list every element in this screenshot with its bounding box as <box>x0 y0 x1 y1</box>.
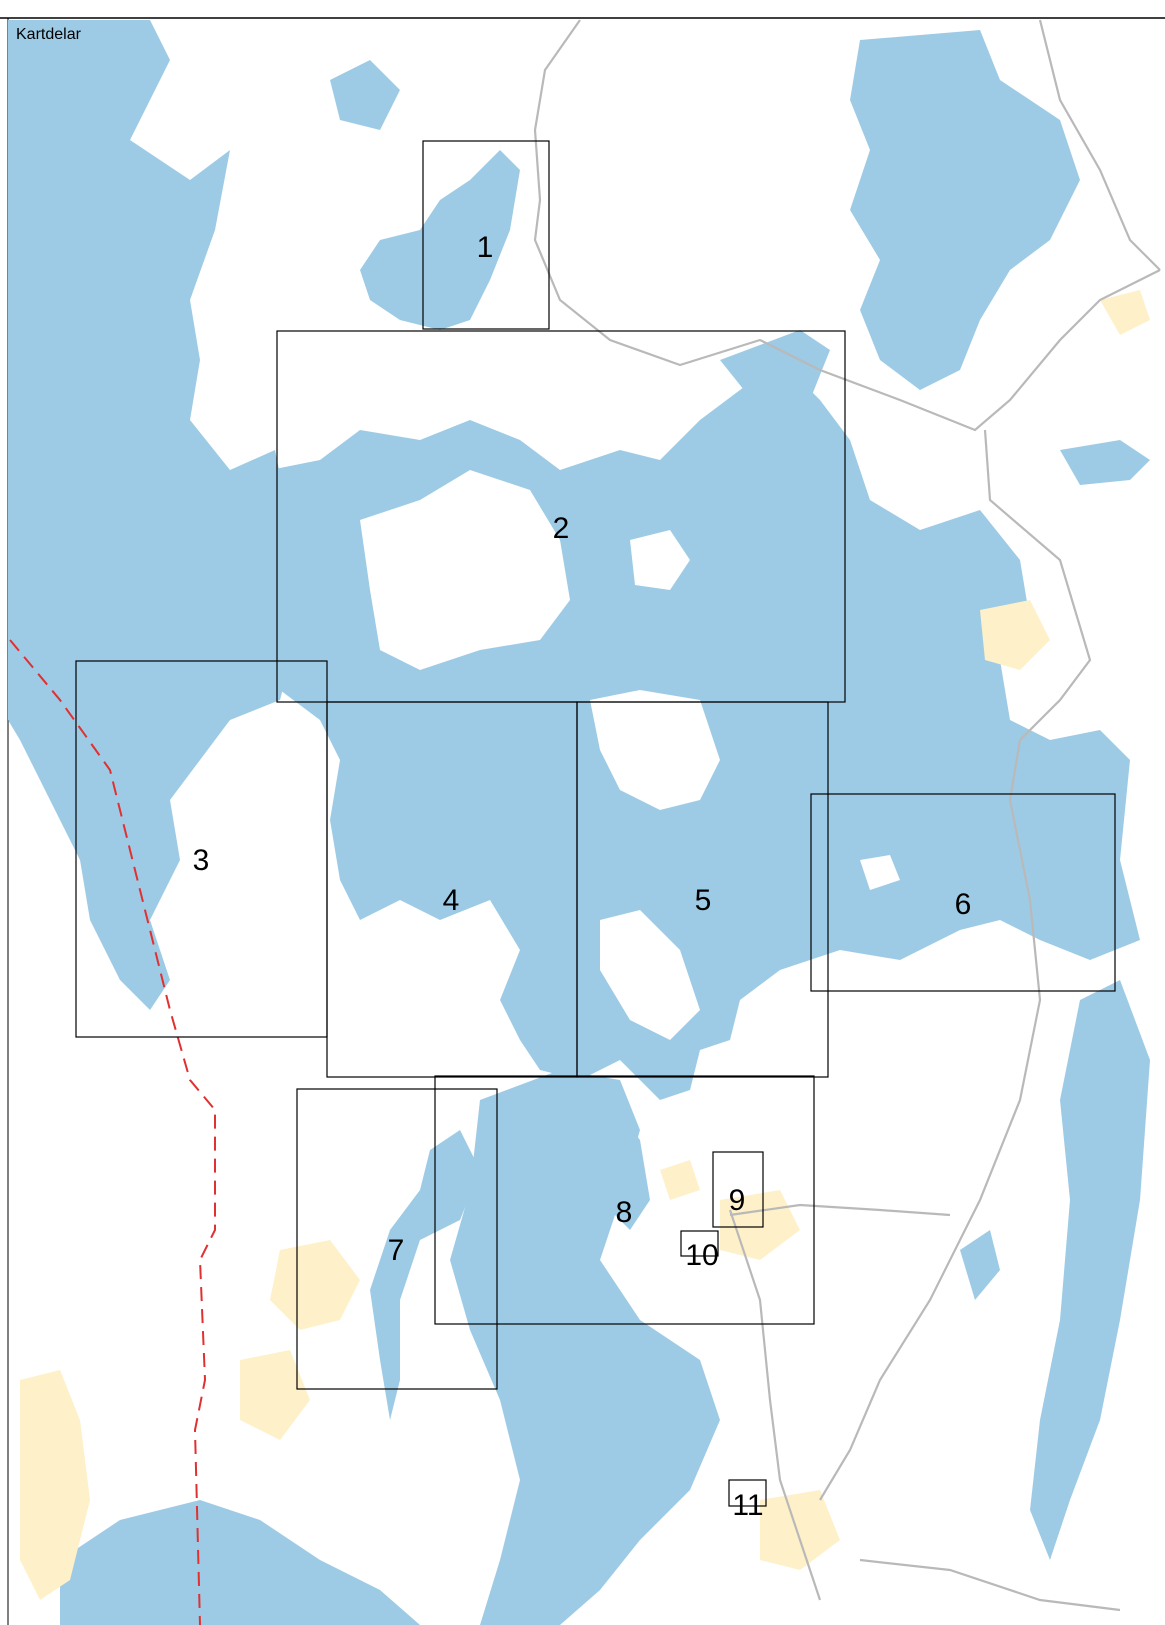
lake-east-small <box>1060 440 1150 485</box>
part-11-frame[interactable] <box>728 1479 767 1507</box>
part-11-label: 11 <box>732 1489 763 1522</box>
lake-part8 <box>580 1100 650 1230</box>
part-7-frame[interactable] <box>296 1088 498 1390</box>
lake-part2-right <box>720 330 830 410</box>
part-4-label: 4 <box>443 884 460 917</box>
part-7-label: 7 <box>388 1234 405 1267</box>
island-part2 <box>360 470 570 670</box>
urban-h <box>660 1160 700 1200</box>
islands <box>360 470 900 1040</box>
road-main-north <box>533 19 1161 432</box>
island-part6 <box>860 855 900 890</box>
lake-north-small <box>330 60 400 130</box>
part-10-frame[interactable] <box>680 1230 719 1257</box>
lake-southeast-small <box>960 1230 1000 1300</box>
urban-b <box>270 1240 360 1330</box>
map-part-frames <box>75 140 1116 1507</box>
island-part5 <box>590 690 720 810</box>
lake-south-center <box>450 1070 720 1625</box>
part-2-label: 2 <box>553 512 570 545</box>
map-title: Kartdelar <box>16 26 81 43</box>
part-3-label: 3 <box>193 844 210 877</box>
lake-northeast <box>850 30 1080 390</box>
island-part2-small <box>630 530 690 590</box>
urban-c <box>240 1350 310 1440</box>
part-5-label: 5 <box>695 884 712 917</box>
roads <box>533 19 1161 1612</box>
part-10-label: 10 <box>685 1239 718 1272</box>
part-1-frame[interactable] <box>422 140 550 330</box>
urban-a <box>20 1370 90 1600</box>
part-8-label: 8 <box>616 1196 633 1229</box>
island-part5-south <box>600 910 700 1040</box>
road-north-east <box>1038 19 1161 271</box>
part-6-frame[interactable] <box>810 793 1116 992</box>
lake-southeast <box>1030 980 1150 1560</box>
urban-e <box>760 1490 840 1570</box>
lake-southwest <box>60 1500 420 1625</box>
part-1-label: 1 <box>477 231 494 264</box>
map-part-labels: 1 2 3 4 5 6 7 8 9 10 11 <box>193 231 972 1522</box>
lake-part7 <box>370 1130 480 1420</box>
urban-f <box>980 600 1050 670</box>
part-9-label: 9 <box>729 1184 746 1217</box>
part-8-frame[interactable] <box>434 1075 815 1325</box>
part-6-label: 6 <box>955 888 972 921</box>
road-cross <box>729 1203 951 1217</box>
road-east <box>819 429 1092 1501</box>
part-5-frame[interactable] <box>576 701 829 1078</box>
road-southeast <box>859 1558 1121 1612</box>
water-bodies <box>8 20 1150 1625</box>
road-south <box>728 1209 822 1601</box>
urban-g <box>1100 290 1150 335</box>
lake-west <box>8 20 300 1010</box>
lake-north-center <box>360 150 520 330</box>
national-border <box>9 639 216 1625</box>
part-9-frame[interactable] <box>712 1151 764 1228</box>
